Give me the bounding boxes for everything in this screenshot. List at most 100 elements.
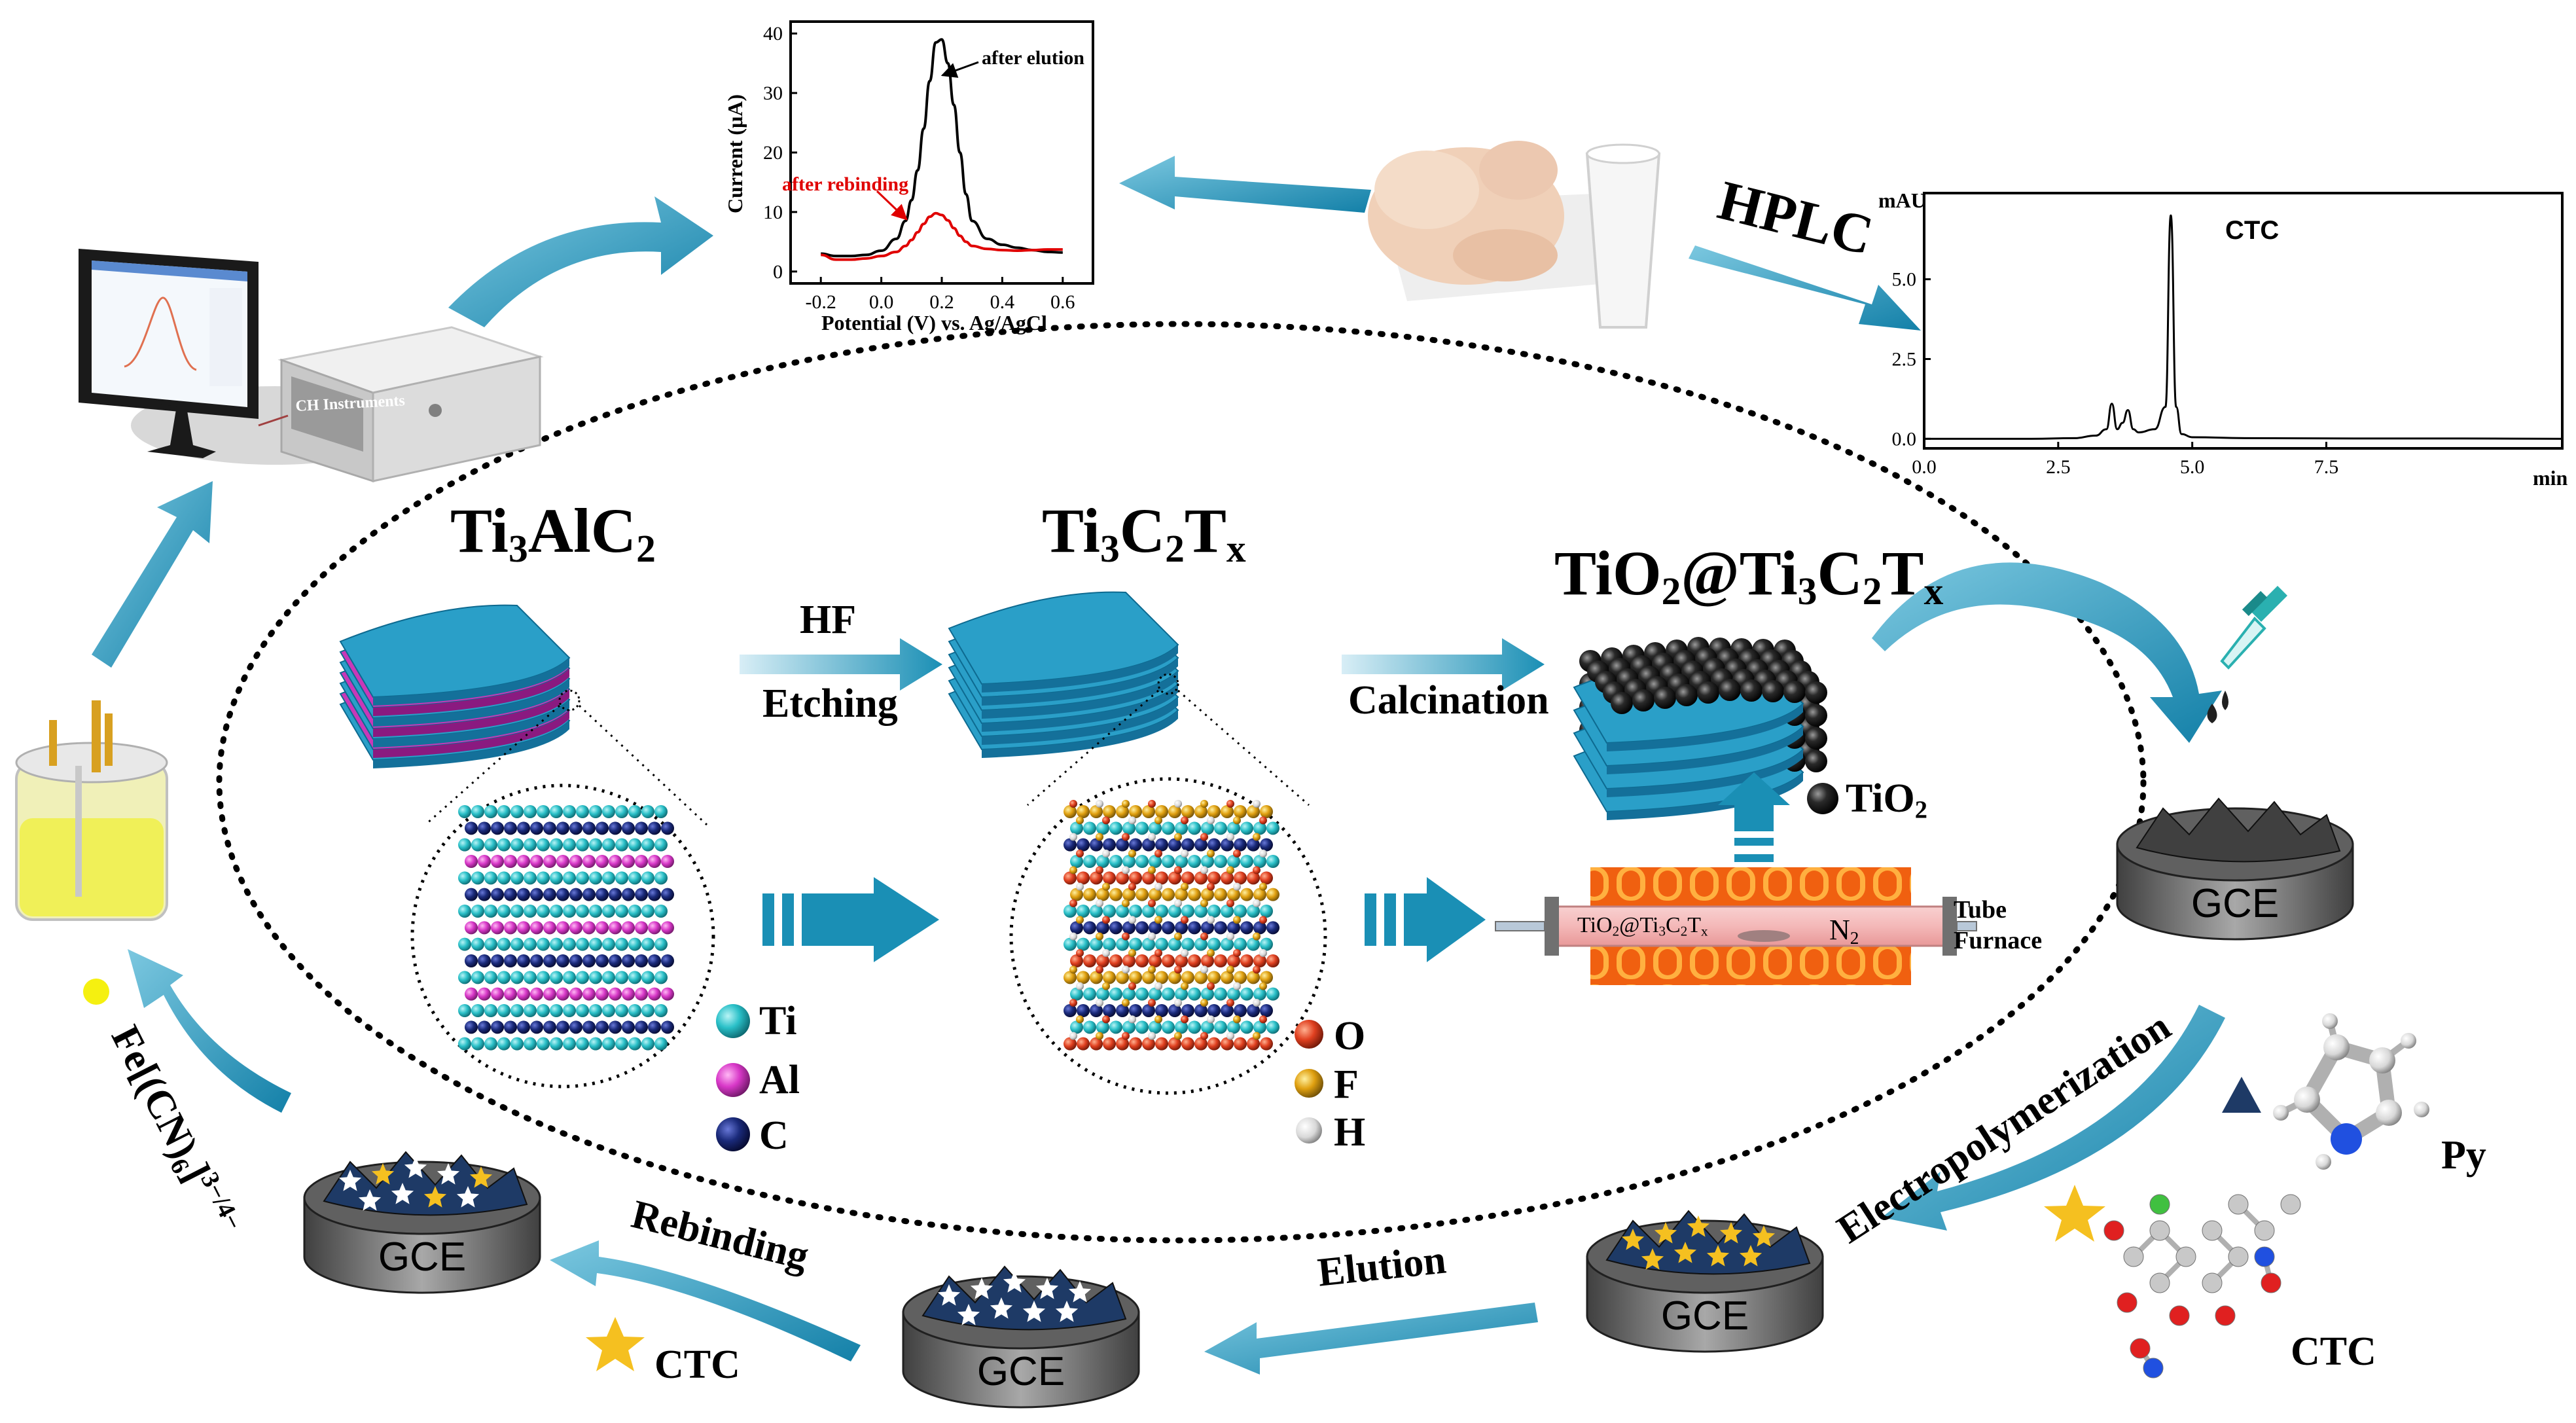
termination-atom: [1069, 800, 1077, 808]
lattice-atom: [1122, 921, 1136, 935]
tio2-particle: [1675, 684, 1698, 706]
lattice-atom: [576, 805, 589, 818]
arrow-crystal-2: [1365, 877, 1486, 962]
termination-atom: [1128, 1015, 1136, 1024]
lattice-atom: [1221, 838, 1234, 852]
lattice-atom: [556, 1020, 569, 1034]
molecule-atom: [2202, 1220, 2223, 1241]
termination-atom: [1207, 816, 1215, 825]
lattice-atom: [569, 855, 582, 868]
termination-atom: [1148, 932, 1156, 941]
termination-atom: [1174, 932, 1182, 941]
molecule-atom: [2149, 1194, 2170, 1215]
lattice-atom: [458, 905, 471, 918]
termination-atom: [1076, 816, 1084, 825]
lattice-atom: [1096, 954, 1109, 967]
lattice-atom: [1136, 1020, 1149, 1034]
lattice-atom: [510, 971, 524, 984]
template-star: [970, 1278, 993, 1299]
lattice-atom: [1136, 921, 1149, 935]
termination-atom: [1233, 916, 1241, 924]
lattice-atom: [596, 987, 609, 1001]
lattice-atom: [641, 937, 654, 951]
termination-atom: [1076, 916, 1084, 924]
lattice-atom: [615, 905, 628, 918]
lattice-atom: [602, 1037, 615, 1051]
ti3c2tx-mid2: T: [1184, 495, 1226, 566]
lattice-atom: [1096, 921, 1109, 935]
termination-atom: [1200, 965, 1208, 974]
lattice-atom: [563, 871, 576, 885]
template-star: [1654, 1222, 1677, 1244]
arrow-composite-to-gce: [1872, 562, 2222, 743]
lattice-atom: [628, 1037, 641, 1051]
lattice-atom: [471, 1004, 484, 1017]
template-star: [1003, 1271, 1026, 1293]
furnace-sample-p3: C: [1666, 913, 1681, 937]
dpv-ylabel: Current (μA): [723, 94, 747, 213]
lattice-atom: [596, 855, 609, 868]
legend-tio2-p1: TiO: [1846, 776, 1915, 821]
lattice-atom: [1142, 937, 1155, 951]
lattice-atom: [478, 821, 491, 835]
molecule-atom: [2143, 1358, 2164, 1378]
termination-atom: [1207, 882, 1215, 891]
lattice-atom: [641, 805, 654, 818]
process-boundary-ellipse: [216, 321, 2147, 1244]
lattice-atom: [1155, 1004, 1168, 1017]
lattice-atom: [609, 821, 622, 835]
lattice-atom: [517, 954, 530, 967]
lattice-atom: [1221, 1037, 1234, 1051]
lattice-atom: [1194, 905, 1208, 918]
lattice-atom: [1090, 838, 1103, 852]
lattice-atom: [1149, 921, 1162, 935]
tio2-particle: [1805, 704, 1827, 727]
lattice-atom: [1083, 821, 1096, 835]
molecule-atom: [2169, 1305, 2190, 1326]
lattice-atom: [615, 971, 628, 984]
lattice-atom: [582, 954, 596, 967]
termination-atom: [1148, 1032, 1156, 1040]
ctc-molecule: [2103, 1194, 2301, 1378]
lattice-atom: [517, 921, 530, 935]
termination-atom: [1096, 965, 1103, 974]
lattice-atom: [1175, 954, 1188, 967]
dpv-ytick-label: 20: [763, 142, 783, 164]
lattice-atom: [1149, 855, 1162, 868]
lattice-atom: [1227, 888, 1240, 901]
arrow-instrument-to-dpv: [448, 196, 713, 327]
lattice-atom: [537, 971, 550, 984]
lattice-atom: [1253, 921, 1266, 935]
lattice-atom: [1083, 987, 1096, 1001]
lattice-atom: [465, 954, 478, 967]
termination-atom: [1122, 800, 1130, 808]
lattice-atom: [661, 987, 674, 1001]
lattice-atom: [596, 888, 609, 901]
molecule-atom: [2261, 1272, 2281, 1293]
lattice-atom: [576, 1037, 589, 1051]
lattice-atom: [582, 888, 596, 901]
lattice-atom: [550, 971, 563, 984]
termination-atom: [1174, 965, 1182, 974]
termination-atom: [1069, 899, 1077, 907]
termination-atom: [1069, 1032, 1077, 1040]
lattice-atom: [550, 871, 563, 885]
termination-atom: [1096, 833, 1103, 841]
lattice-atom: [1208, 937, 1221, 951]
lattice-atom: [635, 821, 648, 835]
molecule-atom: [2130, 1338, 2151, 1359]
ti3alc2-base: Ti: [450, 495, 509, 566]
lattice-atom: [556, 888, 569, 901]
lattice-atom: [1194, 971, 1208, 984]
tio2-particle: [1783, 681, 1806, 703]
lattice-atom: [622, 821, 635, 835]
lattice-atom: [1181, 971, 1194, 984]
lattice-atom: [648, 855, 661, 868]
lattice-atom: [1168, 937, 1181, 951]
termination-atom: [1069, 932, 1077, 941]
lattice-atom: [1208, 838, 1221, 852]
furnace-sample-p1: TiO: [1577, 913, 1613, 937]
